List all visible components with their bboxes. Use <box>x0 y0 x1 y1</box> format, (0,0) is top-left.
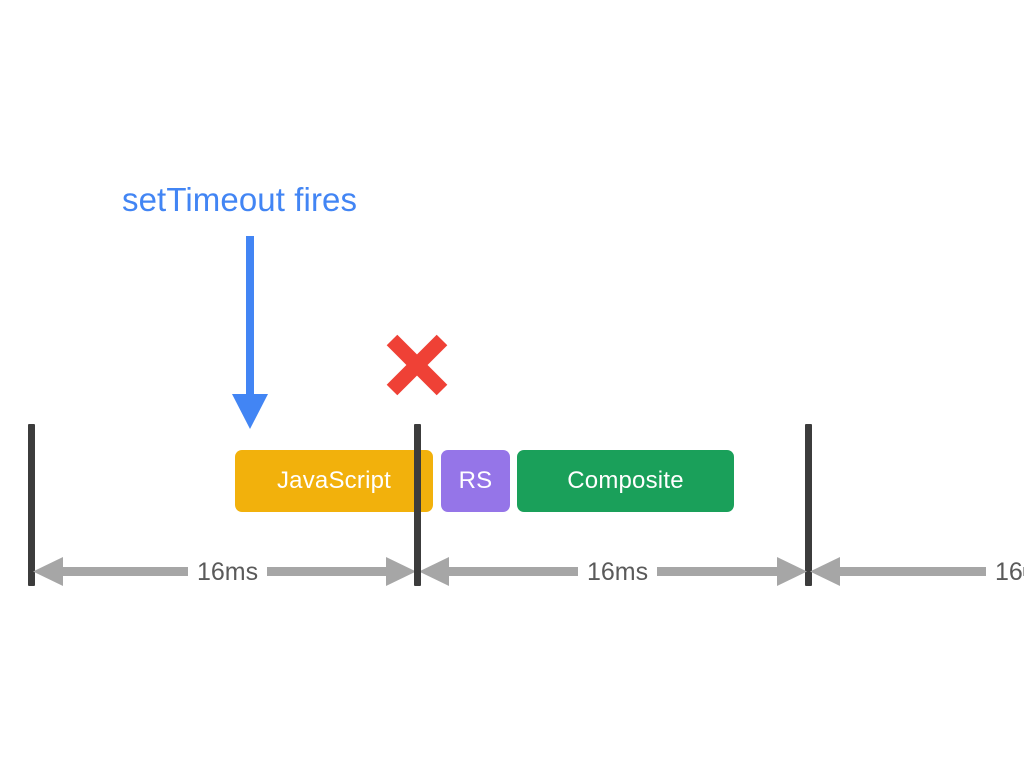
frame-boundary-0 <box>28 424 35 586</box>
down-arrow-icon <box>228 236 272 430</box>
frame-boundary-1 <box>414 424 421 586</box>
settimeout-annotation-label: setTimeout fires <box>122 181 358 218</box>
task-bar-rs[interactable]: RS <box>441 450 510 512</box>
measure-arrow-3 <box>810 556 1024 588</box>
frame-boundary-2 <box>805 424 812 586</box>
measure-label-3: 16 <box>986 556 1023 588</box>
task-bar-javascript[interactable]: JavaScript <box>235 450 433 512</box>
measure-label-1: 16ms <box>188 556 268 588</box>
task-bar-composite[interactable]: Composite <box>517 450 734 512</box>
missed-frame-x-icon <box>384 334 450 396</box>
measure-label-2: 16ms <box>578 556 658 588</box>
